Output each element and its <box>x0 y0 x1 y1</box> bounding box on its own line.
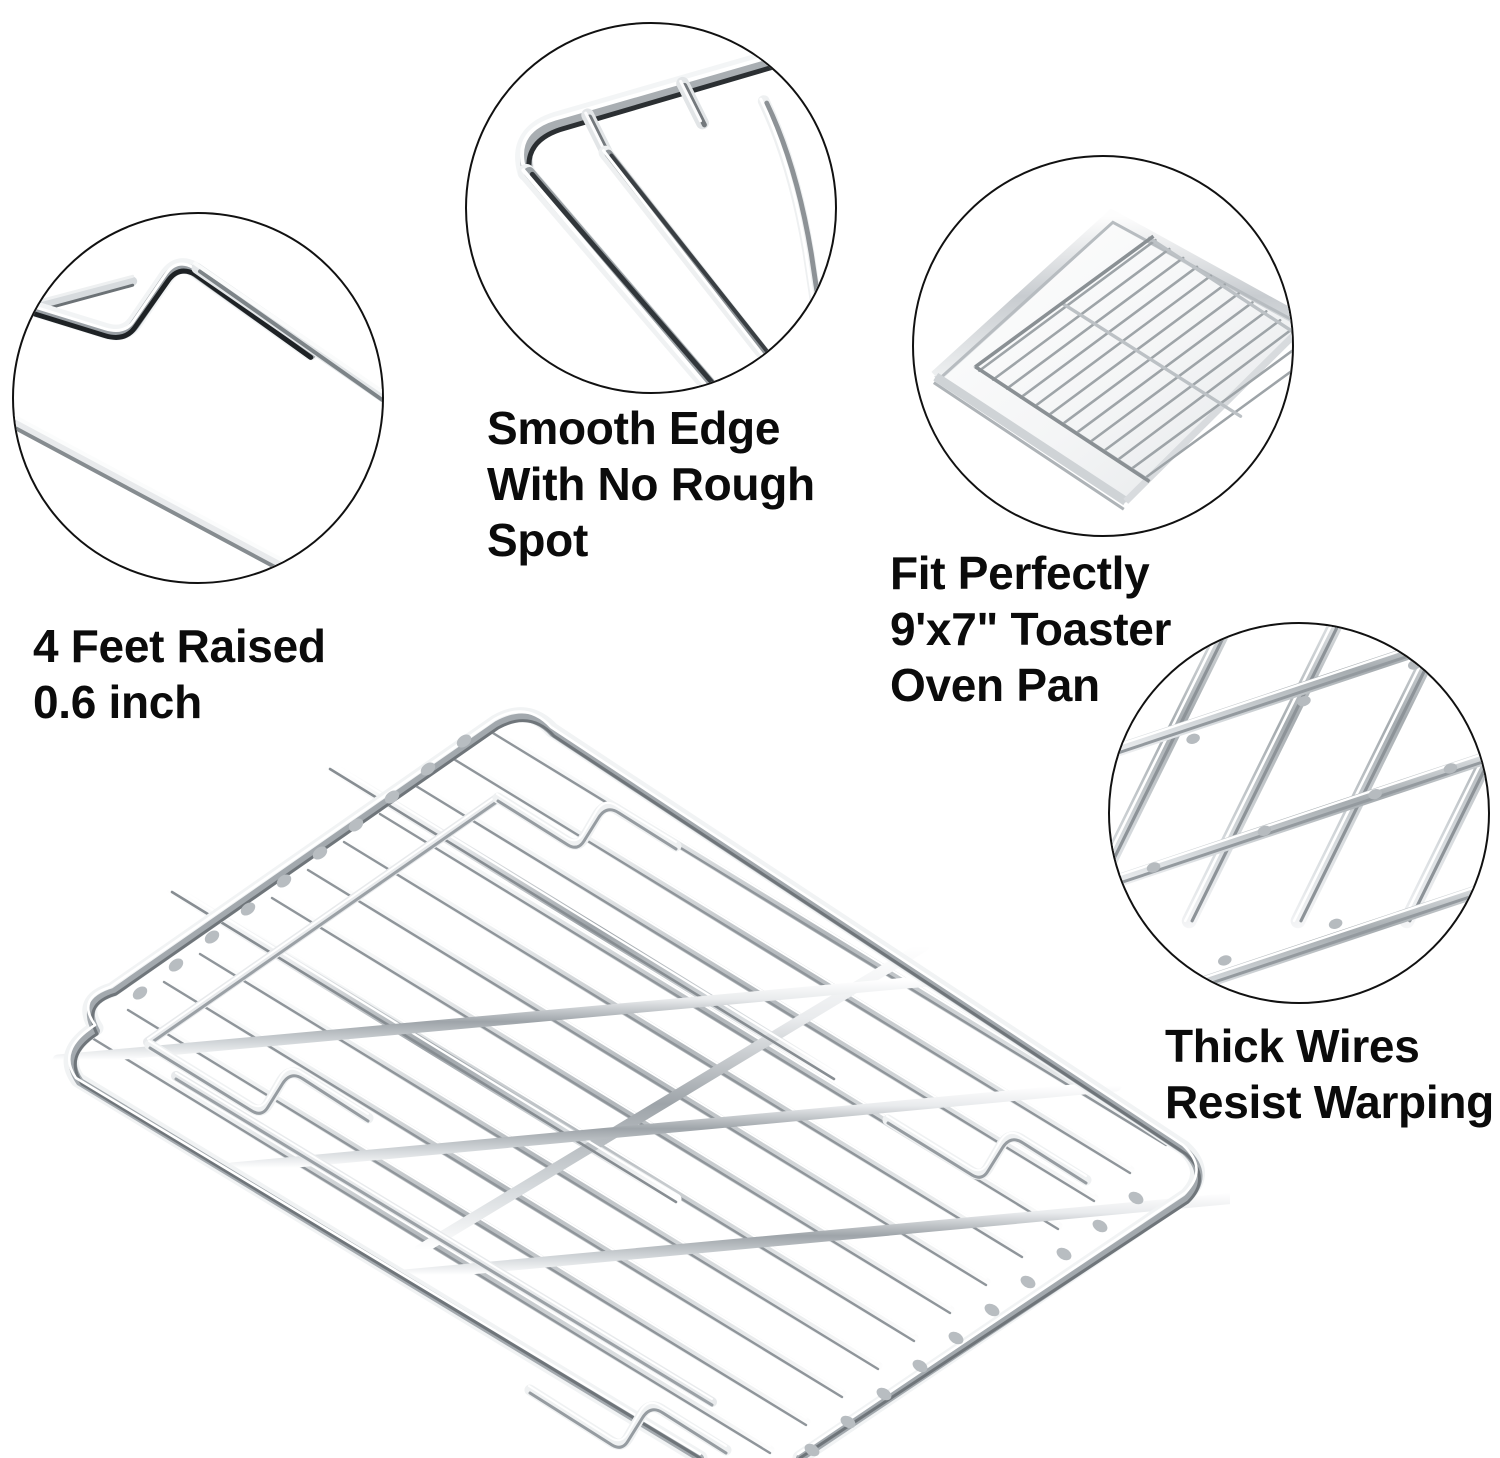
callout-circle-smooth-edge <box>465 22 837 394</box>
callout-label-raised-feet: 4 Feet Raised 0.6 inch <box>33 620 326 728</box>
callout-label-thick-wires: Thick Wires Resist Warping <box>1165 1020 1494 1128</box>
callout-label-fit-pan: Fit Perfectly 9'x7" Toaster Oven Pan <box>890 547 1172 711</box>
product-cooling-rack <box>0 690 1230 1458</box>
callout-circle-fit-pan <box>912 155 1294 537</box>
wire-cooling-rack-illustration <box>52 707 1230 1458</box>
wire-foot-bend-closeup-icon <box>14 258 382 582</box>
wire-rounded-edge-closeup-icon <box>515 30 835 392</box>
callout-circle-raised-feet <box>12 212 384 584</box>
rack-in-baking-pan-closeup-icon <box>931 208 1292 511</box>
callout-circle-thick-wires <box>1108 622 1490 1004</box>
callout-label-smooth-edge: Smooth Edge With No Rough Spot <box>487 402 815 566</box>
